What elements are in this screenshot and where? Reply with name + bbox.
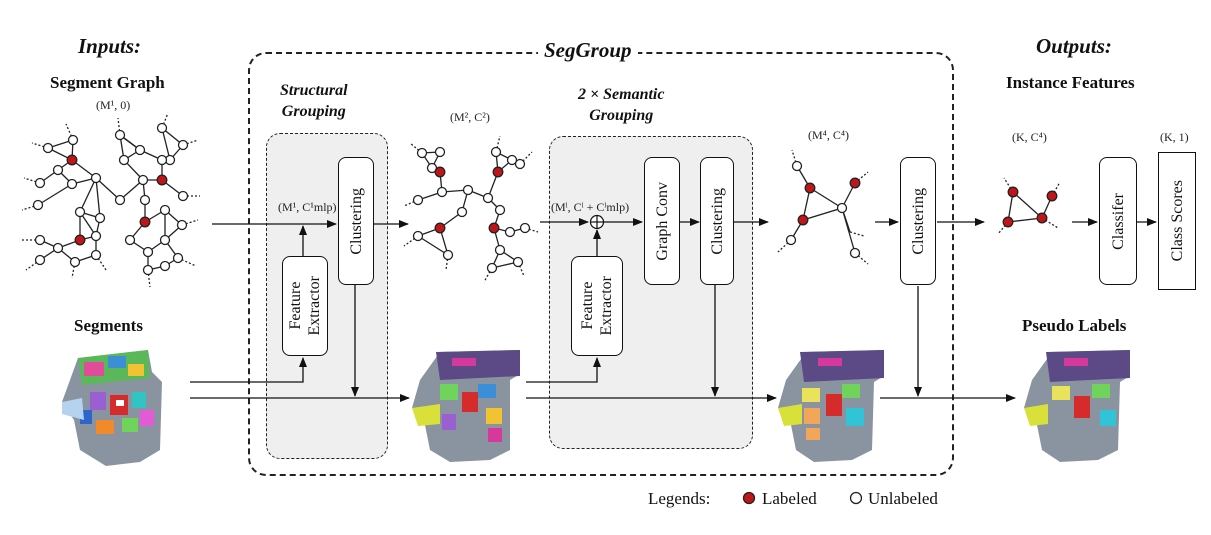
instance-features-title: Instance Features [1006, 73, 1135, 92]
input-segment-graph [21, 112, 200, 288]
shape-k-1: (K, 1) [1160, 130, 1189, 144]
segments-pointcloud [62, 350, 162, 466]
flow-arrows [190, 218, 1157, 402]
pseudo-labels-title: Pseudo Labels [1022, 316, 1127, 335]
graph-conv-box: Graph Conv [644, 157, 680, 285]
clustering-box-1: Clustering [338, 157, 374, 285]
sum-node [589, 214, 605, 230]
instance-graph [997, 177, 1061, 235]
legend-unlabeled: Unlabeled [868, 489, 938, 508]
legend-labeled: Labeled [762, 489, 817, 508]
clustering-box-3: Clustering [900, 157, 936, 285]
outputs-header: Outputs: [1036, 34, 1112, 58]
shape-ml-cl: (Mˡ, Cˡ + Cˡmlp) [551, 200, 630, 214]
shape-m4-c4: (M⁴, C⁴) [808, 128, 850, 142]
pseudo-labels-room [1024, 350, 1130, 462]
class-scores-box: Class Scores [1158, 152, 1196, 290]
graph-level-2 [403, 135, 539, 283]
legend-title: Legends: [648, 489, 711, 508]
unlabeled-node-icon [849, 491, 863, 505]
room-level-4 [778, 350, 884, 462]
shape-m2-c2: (M², C²) [450, 110, 490, 124]
clustering-box-2: Clustering [700, 157, 734, 285]
seggroup-title: SegGroup [538, 38, 638, 63]
classifier-box: Classifer [1099, 157, 1137, 285]
room-level-2 [412, 350, 520, 462]
shape-m1-cmlp: (M¹, C¹mlp) [278, 200, 337, 214]
shape-m1-0: (M¹, 0) [96, 98, 131, 112]
inputs-header: Inputs: [78, 34, 142, 58]
shape-k-c4: (K, C⁴) [1012, 130, 1047, 144]
labeled-node-icon [742, 491, 756, 505]
graph-level-4 [777, 149, 869, 265]
segment-graph-title: Segment Graph [50, 73, 165, 92]
segments-title: Segments [74, 316, 143, 335]
